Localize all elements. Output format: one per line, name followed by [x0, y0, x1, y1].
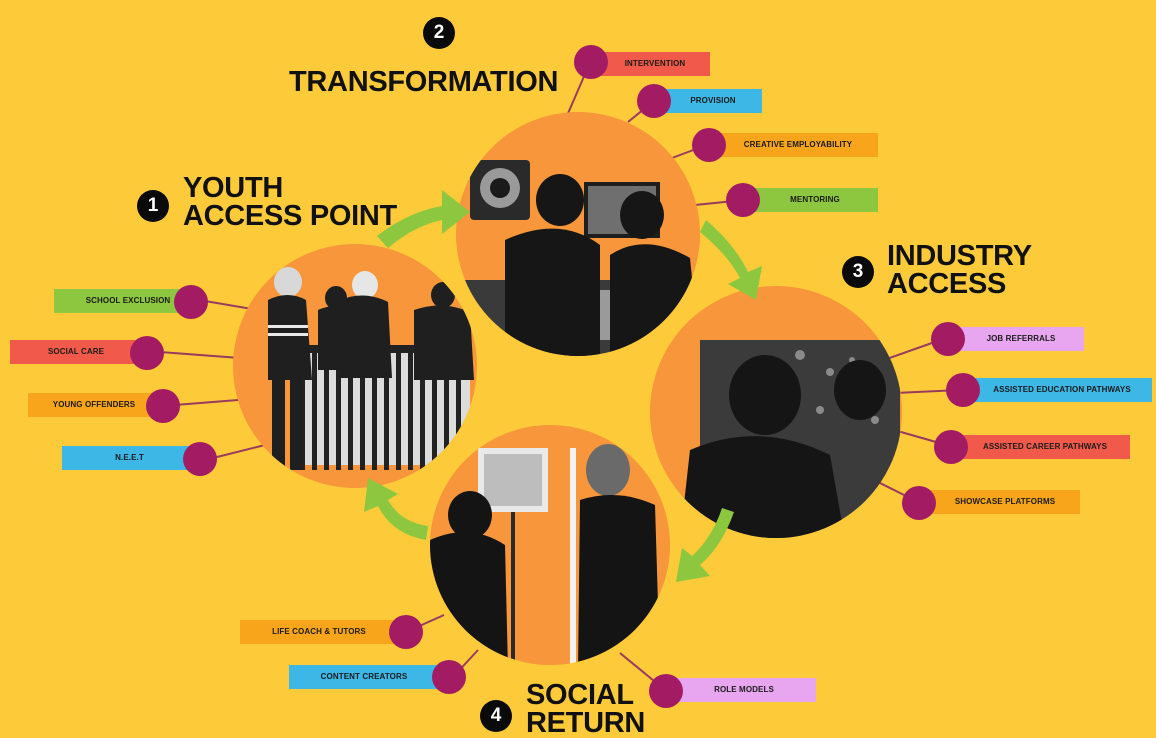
- node-assisted-career: [934, 430, 968, 464]
- tag-assisted-career: ASSISTED CAREER PATHWAYS: [960, 435, 1130, 459]
- stage-title-youth-line2: ACCESS POINT: [183, 200, 397, 232]
- node-young-offenders: [146, 389, 180, 423]
- stage-number-4: 4: [480, 700, 512, 732]
- node-provision: [637, 84, 671, 118]
- node-mentoring: [726, 183, 760, 217]
- node-school-exclusion: [174, 285, 208, 319]
- stage-title-social-line1: SOCIAL: [526, 679, 634, 711]
- node-role-models: [649, 674, 683, 708]
- tag-life-coach: LIFE COACH & TUTORS: [240, 620, 398, 644]
- youth-access-circle: [233, 244, 477, 488]
- tag-provision: PROVISION: [664, 89, 762, 113]
- youth-photo: [268, 267, 474, 470]
- stage-title-industry-line1: INDUSTRY: [887, 240, 1032, 272]
- stage-title-social: SOCIAL RETURN: [526, 679, 646, 738]
- tag-intervention: INTERVENTION: [600, 52, 710, 76]
- stage-title-transformation: TRANSFORMATION: [289, 66, 559, 98]
- stage-title-industry: INDUSTRY ACCESS: [887, 240, 1032, 300]
- tag-social-care: SOCIAL CARE: [10, 340, 142, 364]
- arrow-youth-to-transformation: [377, 190, 470, 248]
- node-social-care: [130, 336, 164, 370]
- arrow-industry-to-social: [676, 508, 734, 582]
- node-showcase-platforms: [902, 486, 936, 520]
- tag-young-offenders: YOUNG OFFENDERS: [28, 393, 160, 417]
- node-intervention: [574, 45, 608, 79]
- tag-creative-employability: CREATIVE EMPLOYABILITY: [718, 133, 878, 157]
- stage-number-1: 1: [137, 190, 169, 222]
- tag-assisted-education: ASSISTED EDUCATION PATHWAYS: [972, 378, 1152, 402]
- node-neet: [183, 442, 217, 476]
- transformation-circle: [456, 112, 700, 356]
- arrow-transformation-to-industry: [700, 220, 762, 300]
- tag-role-models: ROLE MODELS: [672, 678, 816, 702]
- node-job-referrals: [931, 322, 965, 356]
- node-life-coach: [389, 615, 423, 649]
- tag-content-creators: CONTENT CREATORS: [289, 665, 439, 689]
- arrow-social-to-youth: [364, 478, 428, 540]
- stage-number-2: 2: [423, 17, 455, 49]
- tag-neet: N.E.E.T: [62, 446, 197, 470]
- stage-title-youth-line1: YOUTH: [183, 172, 284, 204]
- node-assisted-education: [946, 373, 980, 407]
- node-content-creators: [432, 660, 466, 694]
- stage-title-transformation-line1: TRANSFORMATION: [289, 66, 559, 98]
- industry-access-circle: [650, 286, 902, 538]
- stage-title-industry-line2: ACCESS: [887, 268, 1007, 300]
- stage-title-youth: YOUTH ACCESS POINT: [183, 172, 397, 232]
- tag-showcase-platforms: SHOWCASE PLATFORMS: [930, 490, 1080, 514]
- stage-title-social-line2: RETURN: [526, 707, 646, 738]
- stage-number-3: 3: [842, 256, 874, 288]
- tag-mentoring: MENTORING: [752, 188, 878, 212]
- node-creative-employability: [692, 128, 726, 162]
- tag-job-referrals: JOB REFERRALS: [958, 327, 1084, 351]
